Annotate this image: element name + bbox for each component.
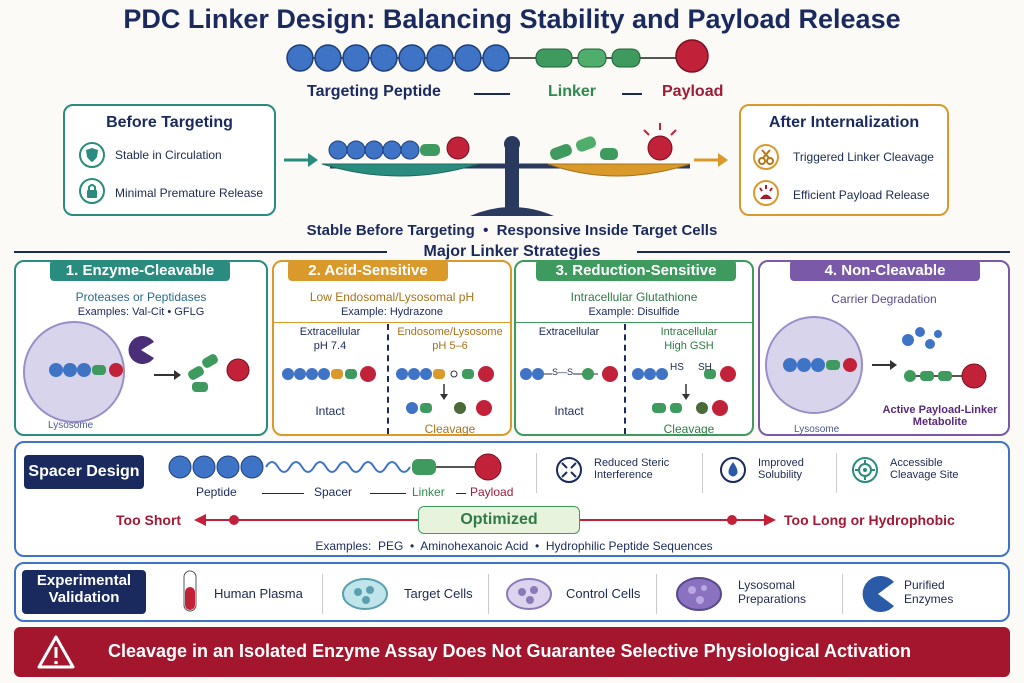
benefit-accessible: Accessible Cleavage Site (890, 457, 959, 481)
balance-scale (284, 123, 728, 216)
strategy-3-subtitle: Intracellular Glutathione (570, 290, 698, 304)
pacman-enzyme-icon (128, 336, 154, 364)
spacer-construct (168, 453, 502, 481)
spacer-heading: Spacer Design (24, 455, 144, 489)
spacer-part-linker: Linker (412, 485, 445, 499)
strategy-3-right-head: Intracellular (660, 326, 718, 338)
right-pan-cleaved (550, 123, 677, 161)
warning-banner: Cleavage in an Isolated Enzyme Assay Doe… (14, 627, 1010, 677)
validation-item-target: Target Cells (404, 586, 473, 601)
acid-diagram (282, 366, 494, 416)
strategy-2-right-head: Endosome/Lysosome (397, 326, 503, 338)
warning-text: Cleavage in an Isolated Enzyme Assay Doe… (108, 641, 911, 661)
strategy-1-subtitle: Proteases or Peptidases (75, 290, 207, 304)
construct-payload-label: Payload (662, 83, 724, 100)
lysosomal-prep-icon (676, 577, 722, 611)
before-item-minimal: Minimal Premature Release (115, 186, 264, 200)
strategy-reduction-panel: 3. Reduction-Sensitive Intracellular Glu… (514, 260, 754, 436)
after-item-triggered: Triggered Linker Cleavage (793, 150, 934, 164)
validation-heading: Experimental Validation (22, 570, 146, 614)
too-long-label: Too Long or Hydrophobic (784, 512, 955, 528)
strategy-1-title: 1. Enzyme-Cleavable (50, 260, 230, 281)
spacer-part-payload: Payload (470, 485, 514, 499)
spacer-design-panel: Spacer Design Peptide Spacer Linker Payl… (14, 441, 1010, 557)
release-icon (753, 180, 779, 206)
strategy-2-left-head: Extracellular (299, 326, 361, 338)
balance-caption: Stable Before Targeting • Responsive Ins… (306, 222, 718, 239)
after-internalization-panel: After Internalization Triggered Linker C… (739, 104, 949, 216)
strategy-1-example: Examples: Val-Cit • GFLG (77, 306, 205, 318)
spacer-part-peptide: Peptide (196, 485, 237, 499)
strategy-2-left-state: Intact (315, 404, 345, 418)
strategy-2-title: 2. Acid-Sensitive (288, 260, 448, 281)
construct-linker-label: Linker (548, 83, 597, 100)
droplet-icon (720, 457, 746, 483)
strategy-3-bond: S—S (552, 367, 574, 377)
strategy-acid-panel: 2. Acid-Sensitive Low Endosomal/Lysosoma… (272, 260, 512, 436)
page-title: PDC Linker Design: Balancing Stability a… (123, 4, 901, 34)
strategy-2-subtitle: Low Endosomal/Lysosomal pH (309, 290, 475, 304)
validation-item-enzymes: Purified Enzymes (904, 578, 954, 606)
warning-icon (37, 635, 75, 669)
after-heading: After Internalization (768, 114, 920, 131)
strategy-4-metabolite: Active Payload-Linker Metabolite (882, 404, 998, 428)
strategy-3-example: Example: Disulfide (588, 306, 680, 318)
optimized-label: Optimized (418, 506, 580, 534)
validation-panel: Experimental Validation Human Plasma Tar… (14, 562, 1010, 622)
lysosome-enzyme-diagram (23, 321, 250, 423)
steric-icon (556, 457, 582, 483)
benefit-solubility: Improved Solubility (758, 457, 804, 481)
strategy-2-left-sub: pH 7.4 (313, 340, 347, 352)
strategy-2-example: Example: Hydrazone (340, 306, 444, 318)
strategy-3-left-state: Intact (554, 404, 584, 418)
strategy-3-sh: SH (698, 362, 712, 373)
noncleavable-diagram (765, 316, 987, 414)
before-targeting-panel: Before Targeting Stable in Circulation M… (63, 104, 276, 216)
strategy-4-subtitle: Carrier Degradation (831, 292, 937, 306)
strategy-3-hs: HS (670, 362, 684, 373)
benefit-steric: Reduced Steric Interference (594, 457, 670, 481)
strategy-4-title: 4. Non-Cleavable (790, 260, 980, 281)
arrow-right-icon (284, 153, 318, 167)
left-pan-construct (328, 136, 470, 160)
scissors-icon (753, 144, 779, 170)
strategy-3-right-sub: High GSH (664, 340, 714, 352)
construct-diagram (286, 39, 709, 73)
before-item-stable: Stable in Circulation (115, 148, 222, 162)
validation-item-plasma: Human Plasma (214, 586, 303, 601)
strategy-3-title: 3. Reduction-Sensitive (536, 260, 736, 281)
linker-segments (535, 48, 641, 68)
strategy-2-right-state: Cleavage (424, 422, 476, 436)
spacer-examples: Examples: PEG • Aminohexanoic Acid • Hyd… (315, 539, 713, 553)
spacer-part-spacer: Spacer (314, 485, 353, 499)
target-icon (852, 457, 878, 483)
strategy-3-left-head: Extracellular (538, 326, 600, 338)
construct-peptide-label: Targeting Peptide (307, 83, 441, 100)
strategy-noncleavable-panel: 4. Non-Cleavable Carrier Degradation Lys… (758, 260, 1010, 436)
petri-dish-target-icon (342, 578, 388, 610)
strategy-1-lysosome: Lysosome (48, 420, 94, 431)
peptide-beads (286, 44, 680, 72)
strategy-3-right-state: Cleavage (663, 422, 715, 436)
petri-dish-control-icon (506, 578, 552, 610)
after-item-efficient: Efficient Payload Release (793, 188, 930, 202)
too-short-label: Too Short (116, 512, 182, 528)
lock-icon (79, 178, 105, 204)
validation-item-lysosomal: Lysosomal Preparations (738, 578, 807, 606)
strategy-4-lysosome: Lysosome (794, 424, 840, 435)
strategy-2-right-sub: pH 5–6 (432, 340, 468, 352)
test-tube-icon (183, 570, 197, 612)
before-heading: Before Targeting (106, 114, 233, 131)
shield-icon (79, 142, 105, 168)
payload-ball (675, 39, 709, 73)
strategy-enzyme-panel: 1. Enzyme-Cleavable Proteases or Peptida… (14, 260, 268, 436)
arrow-right-icon-2 (694, 153, 728, 167)
strategies-heading: Major Linker Strategies (387, 243, 637, 261)
validation-item-control: Control Cells (566, 586, 641, 601)
pacman-enzyme-icon-2 (862, 576, 894, 612)
